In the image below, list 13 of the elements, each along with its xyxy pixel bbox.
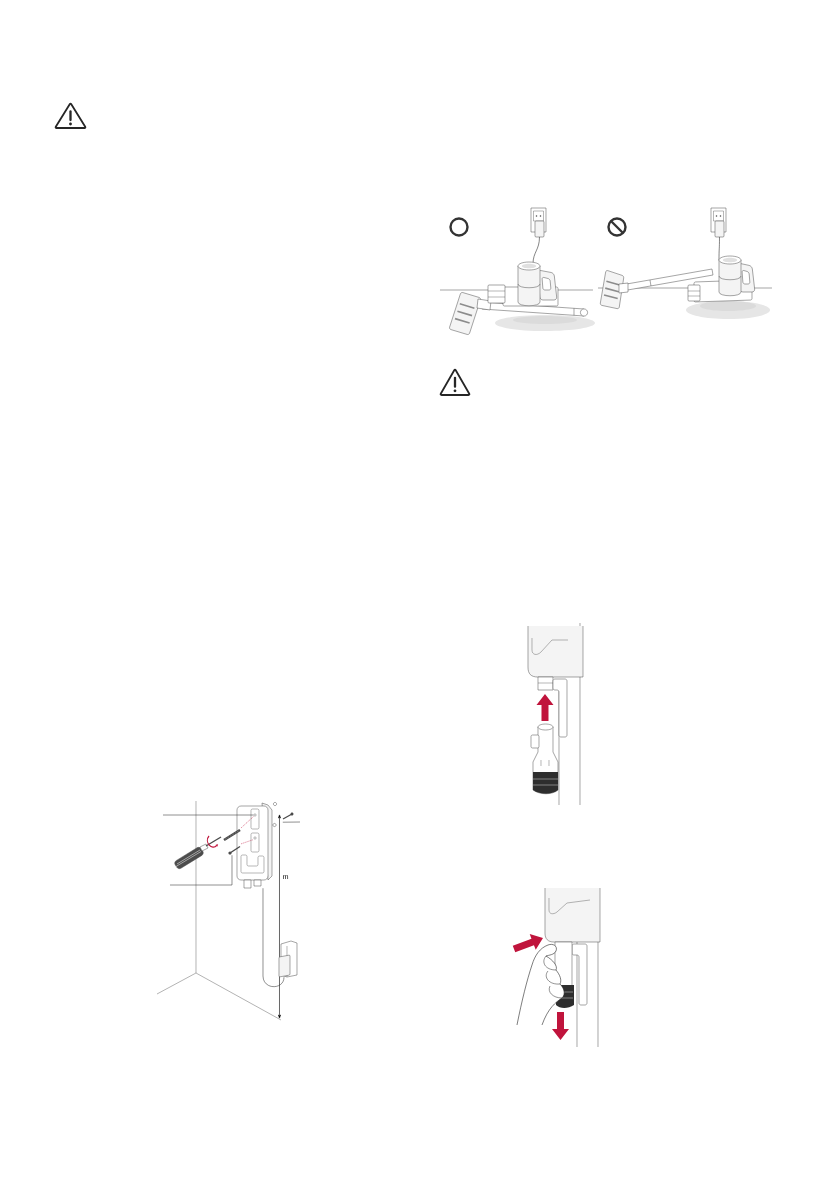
leader-line	[162, 814, 254, 816]
leader-line	[169, 854, 233, 886]
screw	[282, 812, 294, 820]
wall-plug	[223, 828, 241, 842]
leader-line	[282, 821, 301, 823]
guide-line	[240, 839, 254, 845]
mounting-hole	[253, 836, 257, 840]
wall-bracket	[236, 802, 273, 889]
wall-outlet	[278, 940, 298, 978]
guide-line	[240, 816, 254, 829]
power-cord	[262, 887, 285, 987]
screw	[228, 845, 241, 855]
mounting-hole	[253, 813, 257, 817]
